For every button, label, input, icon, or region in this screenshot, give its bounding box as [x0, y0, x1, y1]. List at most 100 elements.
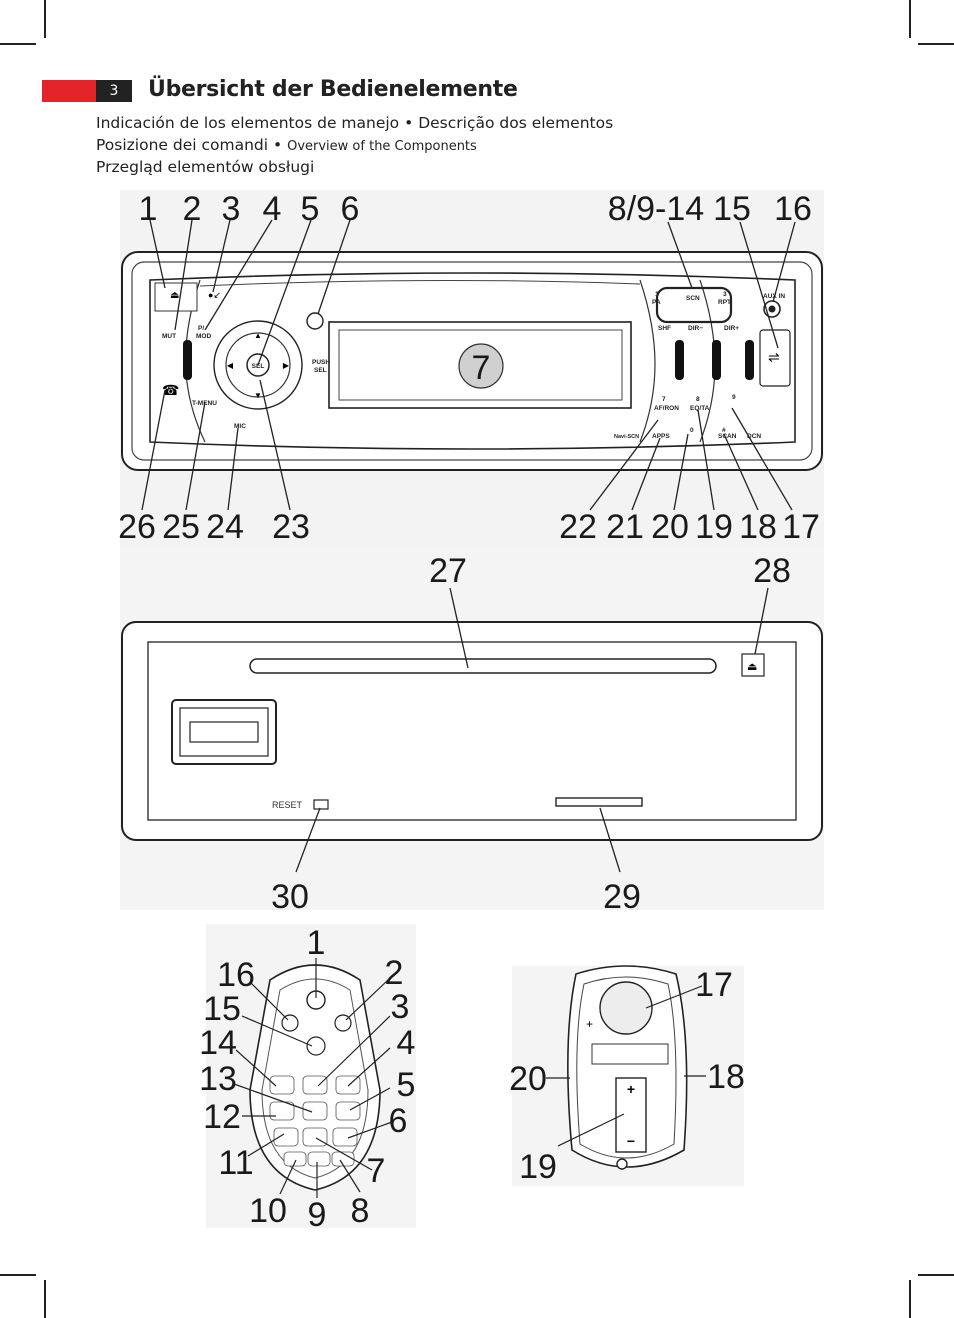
callout-number: 3: [222, 190, 241, 228]
callout-number: 25: [162, 508, 200, 546]
svg-text:MOD: MOD: [196, 333, 211, 340]
svg-text:▼: ▼: [254, 391, 262, 400]
plus-sign: +: [627, 1081, 635, 1097]
remote-back-diagram: + + − 17 18 20 19: [509, 965, 745, 1186]
svg-text:⏏: ⏏: [747, 661, 757, 673]
callout-number: 10: [249, 1192, 287, 1230]
svg-text:◀: ◀: [227, 361, 234, 370]
dir-plus-label: DIR+: [724, 325, 739, 332]
callout-number: 7: [367, 1152, 386, 1190]
subtitle-line-1: Indicación de los elementos de manejo • …: [96, 114, 613, 132]
crop-mark: [0, 43, 36, 45]
navi-label: Navi-SCN: [614, 434, 639, 440]
callout-number: 18: [707, 1058, 745, 1096]
apps-label: APPS: [652, 433, 670, 440]
svg-text:⏏: ⏏: [170, 290, 179, 301]
subtitle-pl: Przegląd elementów obsługi: [96, 158, 315, 176]
bullet: •: [404, 114, 414, 132]
callout-number: 16: [774, 190, 812, 228]
callout-number: 15: [713, 190, 751, 228]
callout-number: 6: [341, 190, 360, 228]
svg-text:PUSH: PUSH: [312, 359, 330, 366]
callout-number: 3: [391, 988, 410, 1026]
callout-number: 2: [385, 954, 404, 992]
crop-mark: [909, 0, 911, 38]
crop-mark: [918, 43, 954, 45]
svg-text:3: 3: [723, 291, 727, 298]
callout-number: 19: [695, 508, 733, 546]
mut-label: MUT: [162, 333, 176, 340]
callout-number: 11: [218, 1144, 253, 1182]
scn-label: SCN: [686, 295, 700, 302]
sel-label: SEL: [252, 363, 265, 370]
crop-mark: [909, 1280, 911, 1318]
svg-text:8: 8: [696, 396, 700, 403]
crop-mark: [0, 1274, 36, 1276]
callout-number: 12: [203, 1098, 241, 1136]
callout-number: 27: [429, 552, 467, 590]
callout-number: 21: [606, 508, 644, 546]
reset-label: RESET: [272, 800, 303, 810]
svg-text:9: 9: [732, 394, 736, 401]
callout-number: 13: [200, 1060, 237, 1098]
callout-number: 19: [519, 1148, 557, 1186]
subtitle-en: Overview of the Components: [287, 139, 477, 154]
svg-text:+: +: [586, 1017, 593, 1031]
front-panel-diagram: 7 SEL ▲ ▼ ◀ ▶ PUSH SEL ⏏ MUT P/ MOD ☎ T-…: [118, 190, 824, 550]
callout-number: 18: [739, 508, 777, 546]
svg-text:▲: ▲: [254, 331, 262, 340]
callout-number: 29: [603, 878, 641, 916]
subtitle-pt: Descrição dos elementos: [418, 114, 614, 132]
minus-sign: −: [627, 1133, 635, 1149]
callout-number: 30: [271, 878, 309, 916]
subtitle-line-2: Posizione dei comandi • Overview of the …: [96, 136, 477, 154]
callout-number: 15: [203, 990, 241, 1028]
callout-number: 5: [301, 190, 320, 228]
svg-text:SEL: SEL: [314, 367, 327, 374]
svg-text:7: 7: [662, 396, 666, 403]
svg-text:⇌: ⇌: [768, 349, 780, 365]
callout-number: 4: [397, 1024, 416, 1062]
callout-number: 2: [183, 190, 202, 228]
callout-number: 1: [139, 190, 158, 228]
shf-label: SHF: [658, 325, 671, 332]
crop-mark: [918, 1274, 954, 1276]
callout-number: 4: [263, 190, 282, 228]
callout-number: 20: [651, 508, 689, 546]
scan-label: SCAN: [718, 433, 737, 440]
bullet: •: [273, 136, 283, 154]
subtitle-es: Indicación de los elementos de manejo: [96, 114, 400, 132]
page-number: 3: [96, 80, 132, 102]
callout-number: 24: [206, 508, 244, 546]
rpt-label: RPT: [718, 299, 731, 306]
callout-number: 16: [217, 956, 255, 994]
callout-number: 23: [272, 508, 310, 546]
page-title: Übersicht der Bedienelemente: [148, 77, 518, 102]
mic-label: MIC: [234, 423, 246, 430]
svg-text:#: #: [722, 427, 726, 434]
header-accent-bar: [42, 80, 96, 102]
svg-text:●↙: ●↙: [208, 290, 221, 300]
callout-number: 5: [397, 1066, 416, 1104]
callout-number: 26: [118, 508, 156, 546]
svg-text:0: 0: [690, 427, 694, 434]
dcn-label: DCN: [747, 433, 761, 440]
callout-number: 20: [509, 1060, 547, 1098]
af-ron-label: AF/RON: [654, 405, 679, 412]
dir-minus-label: DIR−: [688, 325, 703, 332]
subtitle-it: Posizione dei comandi: [96, 136, 269, 154]
svg-text:P/: P/: [198, 325, 204, 332]
svg-text:▶: ▶: [283, 361, 290, 370]
display-badge: 7: [472, 349, 491, 387]
callout-number: 17: [782, 508, 820, 546]
callout-number: 8: [351, 1192, 370, 1230]
callout-number: 8/9-14: [608, 190, 704, 228]
callout-number: 17: [695, 966, 733, 1004]
battery-callouts: 17 18 20 19: [509, 966, 745, 1186]
callout-number: 14: [200, 1024, 237, 1062]
eq-ta-label: EQ/TA: [690, 405, 710, 412]
